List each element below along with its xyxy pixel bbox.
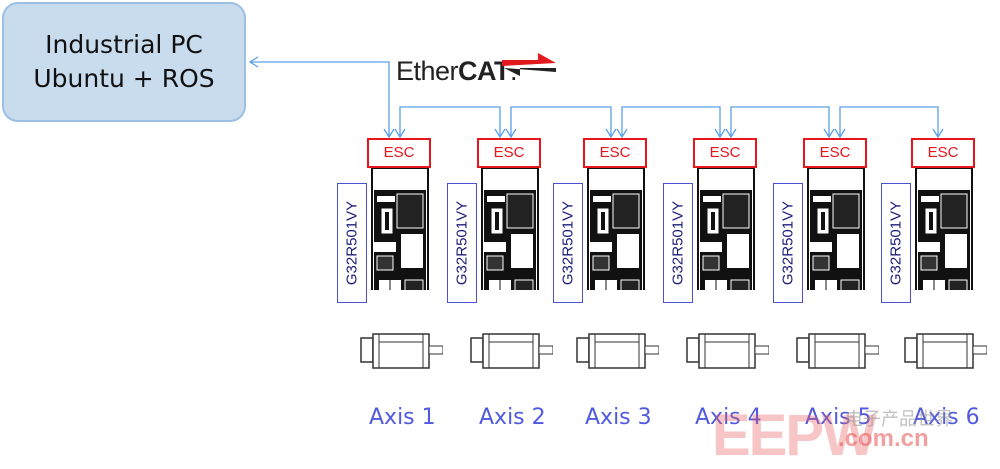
esc-chain-wire xyxy=(510,106,612,137)
mcu-model-label: G32R501VY xyxy=(337,183,367,303)
pc-subtitle: Ubuntu + ROS xyxy=(33,64,215,93)
arrow-down-icon xyxy=(932,128,944,139)
arrow-left-icon xyxy=(248,56,259,68)
ethercat-logo-prefix: Ether xyxy=(396,56,459,86)
arrow-down-icon xyxy=(383,128,395,139)
industrial-pc-box: Industrial PC Ubuntu + ROS xyxy=(2,2,246,122)
esc-chain-wire xyxy=(621,106,721,137)
ethercat-logo-bold: CAT xyxy=(458,56,511,86)
axis-label: Axis 4 xyxy=(695,405,762,430)
arrow-down-icon xyxy=(394,128,406,139)
axis-label: Axis 1 xyxy=(369,405,436,430)
servo-drive-icon xyxy=(371,168,429,290)
arrow-down-icon xyxy=(725,128,737,139)
servo-drive-icon xyxy=(481,168,539,290)
arrow-down-icon xyxy=(505,128,517,139)
servo-motor-icon xyxy=(796,333,879,369)
esc-chain-wire xyxy=(730,106,830,137)
mcu-model-text: G32R501VY xyxy=(779,200,797,286)
mcu-model-label: G32R501VY xyxy=(447,183,477,303)
mcu-model-text: G32R501VY xyxy=(343,200,361,286)
esc-box: ESC xyxy=(693,138,757,168)
esc-chain-wire xyxy=(399,106,501,137)
esc-box: ESC xyxy=(803,138,867,168)
esc-box: ESC xyxy=(911,138,975,168)
mcu-model-label: G32R501VY xyxy=(553,183,583,303)
mcu-model-text: G32R501VY xyxy=(887,200,905,286)
ethercat-arrows-icon xyxy=(502,53,556,76)
arrow-down-icon xyxy=(823,128,835,139)
servo-motor-icon xyxy=(470,333,553,369)
esc-chain-wire xyxy=(839,106,939,137)
servo-motor-icon xyxy=(360,333,443,369)
mcu-model-text: G32R501VY xyxy=(669,200,687,286)
watermark-chinese: 电子产品世界 xyxy=(845,409,953,430)
mcu-model-label: G32R501VY xyxy=(881,183,911,303)
watermark-domain: .com.cn xyxy=(838,425,929,452)
ethercat-wiring xyxy=(248,56,944,139)
arrow-down-icon xyxy=(605,128,617,139)
arrow-down-icon xyxy=(714,128,726,139)
mcu-model-text: G32R501VY xyxy=(559,200,577,286)
arrow-down-icon xyxy=(834,128,846,139)
servo-drive-icon xyxy=(807,168,865,290)
mcu-model-text: G32R501VY xyxy=(453,200,471,286)
esc-box: ESC xyxy=(583,138,647,168)
axis-label: Axis 2 xyxy=(479,405,546,430)
servo-drive-icon xyxy=(587,168,645,290)
esc-box: ESC xyxy=(367,138,431,168)
pc-to-esc1-wire xyxy=(250,61,390,137)
axis-label: Axis 6 xyxy=(913,405,980,430)
arrow-down-icon xyxy=(616,128,628,139)
mcu-model-label: G32R501VY xyxy=(663,183,693,303)
servo-motor-icon xyxy=(576,333,659,369)
mcu-model-label: G32R501VY xyxy=(773,183,803,303)
servo-drive-icon xyxy=(915,168,973,290)
arrow-down-icon xyxy=(494,128,506,139)
watermark-brand: EEPW xyxy=(712,403,877,468)
esc-box: ESC xyxy=(477,138,541,168)
servo-drive-icon xyxy=(697,168,755,290)
servo-motor-icon xyxy=(686,333,769,369)
servo-motor-icon xyxy=(904,333,987,369)
axis-label: Axis 3 xyxy=(585,405,652,430)
pc-title: Industrial PC xyxy=(45,30,203,59)
axis-label: Axis 5 xyxy=(805,405,872,430)
